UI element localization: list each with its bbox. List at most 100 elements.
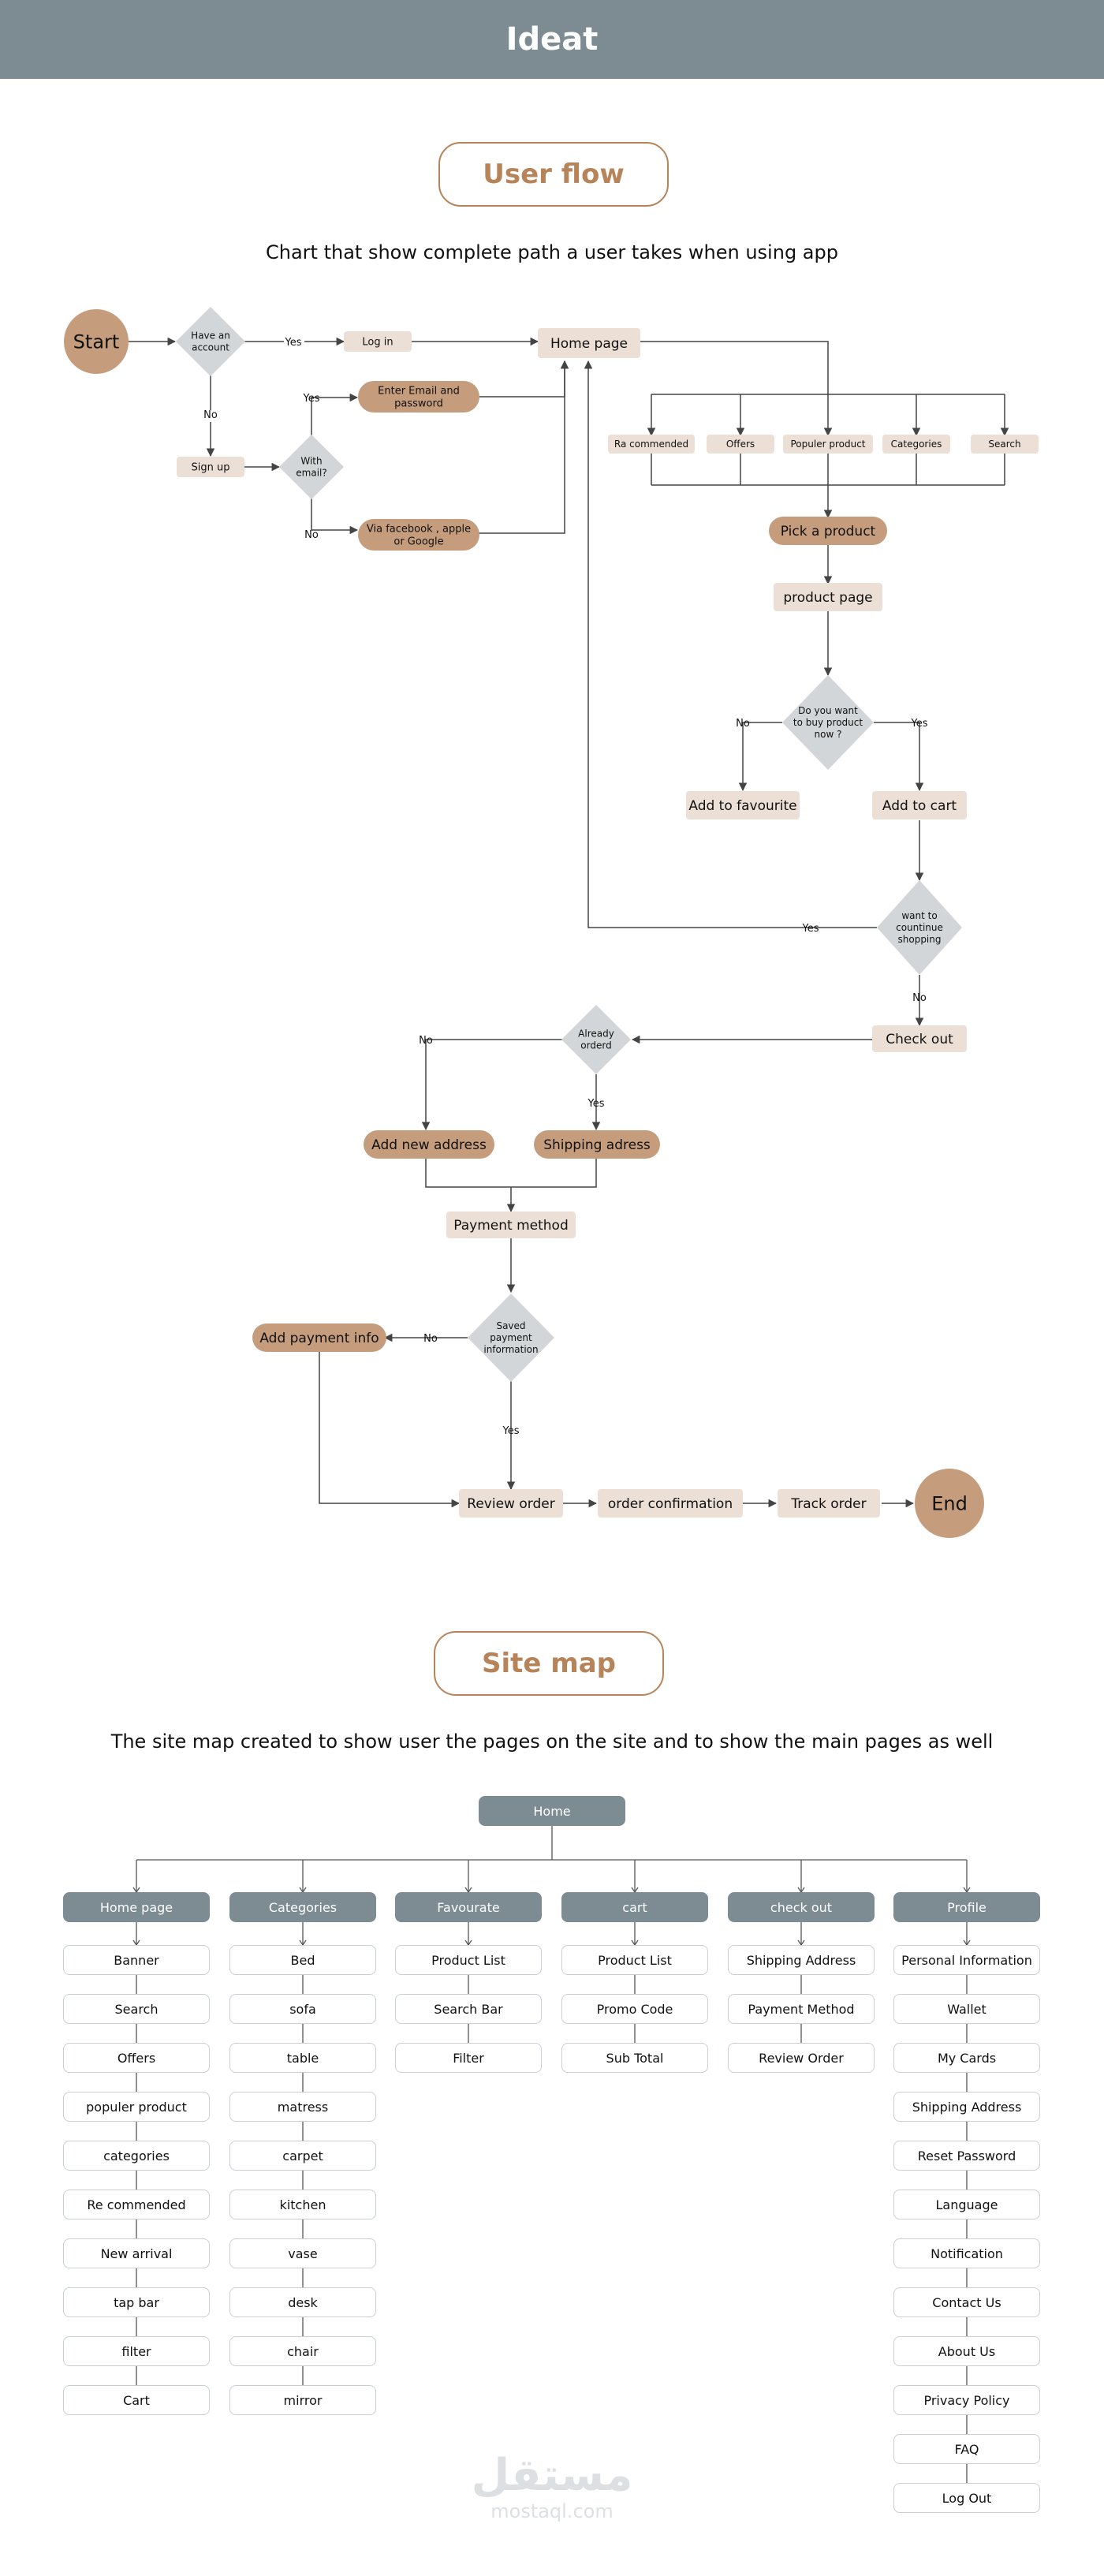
sitemap-item: Reset Password [893,2141,1040,2171]
sitemap-item: Notification [893,2238,1040,2268]
flow-node-shipping_address-label: Shipping adress [543,1137,651,1153]
flow-node-order_confirmation-shape [598,1489,743,1518]
flow-node-continue_shopping-shape [877,880,962,975]
sitemap-item: desk [229,2287,376,2317]
sitemap-item: filter [63,2336,210,2366]
flow-node-categories-label: Categories [891,439,942,450]
sitemap-item: Offers [63,2043,210,2073]
flow-connector [738,722,782,792]
sitemap-item: Bed [229,1945,376,1975]
flow-node-recommended-shape [608,435,695,454]
sitemap-item: Search [63,1994,210,2024]
flow-node-home_page-shape [538,328,640,358]
flow-node-search: Search [971,435,1039,454]
sitemap-item: populer product [63,2092,210,2122]
sitemap-head-0: Home page [63,1892,210,1922]
sitemap-item: Shipping Address [728,1945,875,1975]
flow-node-buy_now-shape [782,675,874,770]
sitemap-item: Shipping Address [893,2092,1040,2122]
flow-node-populer_product-shape [783,435,873,454]
flow-node-offers-shape [707,435,774,454]
flow-label-no: No [304,529,319,541]
flow-node-sign_up-shape [177,457,244,477]
flow-node-check_out: Check out [872,1025,967,1052]
flow-node-check_out-label: Check out [886,1032,953,1047]
sitemap-item: chair [229,2336,376,2366]
flow-connector [584,360,877,928]
flow-label-yes: Yes [802,923,819,935]
sitemap-item: About Us [893,2336,1040,2366]
flow-label-no: No [419,1035,433,1047]
flow-node-product_page-label: product page [783,590,872,606]
flow-node-add_payment_info-label: Add payment info [259,1331,379,1346]
flow-node-categories: Categories [882,435,950,454]
flow-label-yes: Yes [285,337,302,349]
flow-node-track_order: Track order [778,1489,880,1518]
sitemap-item: Promo Code [561,1994,708,2024]
flow-connector [311,393,359,438]
flow-node-add_cart-label: Add to cart [882,798,957,814]
flow-node-sign_up-label: Sign up [192,462,230,474]
flow-label-yes: Yes [502,1425,520,1437]
flow-node-search-label: Search [988,439,1020,450]
flow-node-order_confirmation-label: order confirmation [608,1496,733,1512]
flow-node-enter_email-shape [358,381,479,413]
sitemap-head-3: cart [561,1892,708,1922]
flow-node-add_new_address: Add new address [364,1130,494,1159]
flow-node-with_email-shape [279,435,344,499]
flow-node-add_cart-shape [872,791,967,819]
flow-connector [874,722,924,792]
flow-node-recommended: Ra commended [608,435,695,454]
flow-node-add_payment_info-shape [252,1323,386,1352]
sitemap-head-2: Favourate [395,1892,542,1922]
flow-node-sign_up: Sign up [177,457,244,477]
sitemap-item: Wallet [893,1994,1040,2024]
sitemap-item: Banner [63,1945,210,1975]
sitemap-item: mirror [229,2385,376,2415]
sitemap-item: matress [229,2092,376,2122]
sitemap-item: Contact Us [893,2287,1040,2317]
flow-node-add_cart: Add to cart [872,791,967,819]
flow-node-have_account-shape [176,307,245,376]
flow-node-search-shape [971,435,1039,454]
flow-node-end-shape [915,1469,984,1538]
flow-node-via_social-shape [358,519,479,551]
sitemap-subtitle: The site map created to show user the pa… [110,1730,994,1753]
sitemap-head-4: check out [728,1892,875,1922]
flow-label-yes: Yes [911,718,928,730]
flow-connector [421,1039,565,1131]
sitemap-item: categories [63,2141,210,2171]
flow-node-check_out-shape [872,1025,967,1052]
userflow-title: User flow [438,142,669,207]
flow-node-product_page: product page [774,583,882,611]
sitemap-title-text: Site map [482,1648,616,1679]
flow-node-review_order-shape [459,1489,563,1518]
sitemap-item: vase [229,2238,376,2268]
flow-node-start-shape [64,309,129,374]
flow-node-offers-label: Offers [726,439,755,450]
flow-node-add_favourite-label: Add to favourite [688,798,796,814]
flow-node-log_in-label: Log in [362,337,393,349]
flow-node-pick_product: Pick a product [769,517,887,545]
flow-node-pick_product-label: Pick a product [781,524,876,539]
flow-label-yes: Yes [587,1098,605,1110]
sitemap-item: carpet [229,2141,376,2171]
flow-label-no: No [423,1333,438,1345]
flow-node-payment_method-shape [446,1211,576,1238]
sitemap-item: Language [893,2190,1040,2219]
flow-node-log_in: Log in [344,331,412,352]
flow-node-pick_product-shape [769,517,887,545]
flow-node-product_page-shape [774,583,882,611]
flow-label-no: No [203,409,218,421]
flow-node-populer_product-label: Populer product [791,439,866,450]
sitemap-item: Log Out [893,2483,1040,2513]
flow-node-categories-shape [882,435,950,454]
